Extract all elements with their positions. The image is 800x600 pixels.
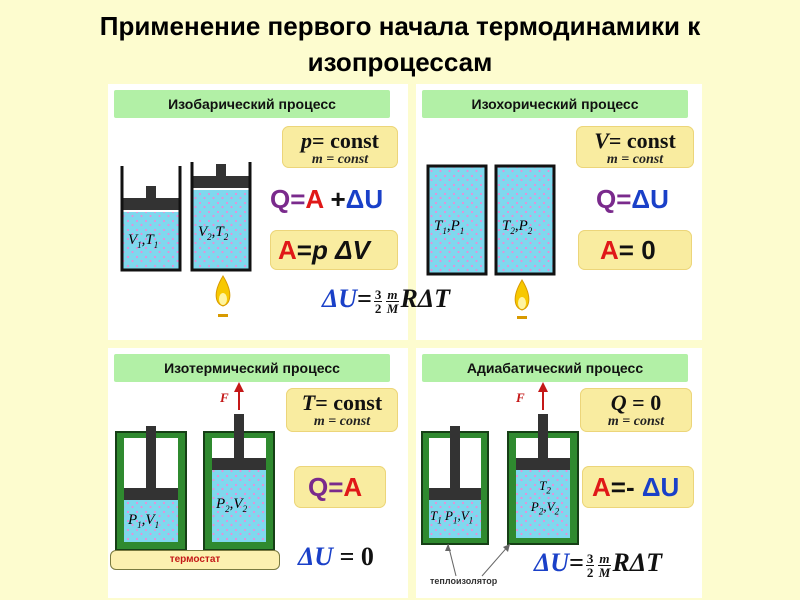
isochoric-cyl2-label: T2,P2 [502, 218, 533, 236]
isobaric-const-value: = const [312, 128, 379, 153]
isobaric-const-sub: m = const [311, 152, 369, 167]
isobaric-cylinders-illustration [120, 162, 252, 317]
isothermal-du: ΔU = 0 [298, 542, 374, 571]
isobaric-header: Изобарический процесс [114, 90, 390, 118]
isobaric-cylinder-1 [120, 166, 182, 272]
isobaric-panel: Изобарический процесс [108, 84, 408, 340]
isochoric-cylinders-illustration [426, 164, 556, 319]
adiabatic-const-symbol: Q [610, 390, 627, 415]
slide-title: Применение первого начала термодинамики … [0, 8, 800, 80]
adiabatic-cylinder-1 [421, 426, 489, 545]
isochoric-panel: Изохорический процесс T1,P1 T2,P2 V= con… [416, 84, 702, 340]
isochoric-const-value: = const [608, 128, 676, 153]
isothermal-cyl2-label: P2,V2 [216, 496, 248, 514]
adiabatic-cylinder-2 [507, 382, 579, 545]
isothermal-panel: Изотермический процесс F [108, 348, 408, 598]
isochoric-work-box: A= 0 [578, 230, 692, 270]
isochoric-header: Изохорический процесс [422, 90, 688, 118]
isochoric-const-symbol: V [594, 128, 609, 153]
isochoric-cylinder-1 [426, 164, 488, 276]
isothermal-header: Изотермический процесс [114, 354, 390, 382]
adiabatic-header: Адиабатический процесс [422, 354, 688, 382]
isochoric-first-law: Q=ΔU [596, 184, 669, 214]
adiabatic-constant-box: Q = 0 m = const [580, 388, 692, 432]
isochoric-const-sub: m = const [606, 152, 664, 167]
isobaric-cyl2-label: V2,T2 [198, 224, 229, 242]
isothermal-const-sub: m = const [313, 414, 371, 429]
flame-icon [215, 275, 231, 317]
isochoric-cyl1-label: T1,P1 [434, 218, 465, 236]
isothermal-cylinder-1 [115, 426, 187, 551]
isothermal-constant-box: T= const m = const [286, 388, 398, 432]
adiabatic-work-box: A=- ΔU [582, 466, 694, 508]
adiabatic-cyl2-label: T2 P2,V2 [530, 478, 560, 517]
adiabatic-const-sub: m = const [607, 414, 665, 429]
thermostat-base: термостат [110, 550, 280, 570]
insulator-label: теплоизолятор [430, 576, 498, 586]
isobaric-const-symbol: p [301, 128, 313, 153]
adiabatic-const-value: = 0 [626, 390, 662, 415]
isobaric-cyl1-label: V1,T1 [128, 232, 159, 250]
adiabatic-cylinders-illustration [421, 382, 579, 577]
slide-title-line2: изопроцессам [307, 47, 493, 77]
isochoric-cylinder-2 [494, 164, 556, 276]
isothermal-first-law-box: Q=A [294, 466, 386, 508]
adiabatic-panel: Адиабатический процесс [416, 348, 702, 598]
isobaric-cylinder-2 [190, 162, 252, 272]
isothermal-cylinders-illustration [115, 382, 275, 551]
isobaric-constant-box: p= const m = const [282, 126, 398, 168]
adiabatic-force-label: F [516, 390, 525, 405]
adiabatic-cyl1-label: T1 P1,V1 [430, 508, 474, 526]
isobaric-work-box: A=p ΔV [270, 230, 398, 270]
isothermal-cyl1-label: P1,V1 [128, 512, 160, 530]
flame-icon [514, 279, 530, 319]
isothermal-const-value: = const [315, 390, 383, 415]
isothermal-force-label: F [220, 390, 229, 405]
isothermal-const-symbol: T [301, 390, 316, 415]
slide-title-line1: Применение первого начала термодинамики … [99, 11, 701, 41]
isothermal-cylinder-2 [203, 382, 275, 551]
isochoric-constant-box: V= const m = const [576, 126, 694, 168]
isobaric-first-law: Q=A +ΔU [270, 184, 384, 214]
